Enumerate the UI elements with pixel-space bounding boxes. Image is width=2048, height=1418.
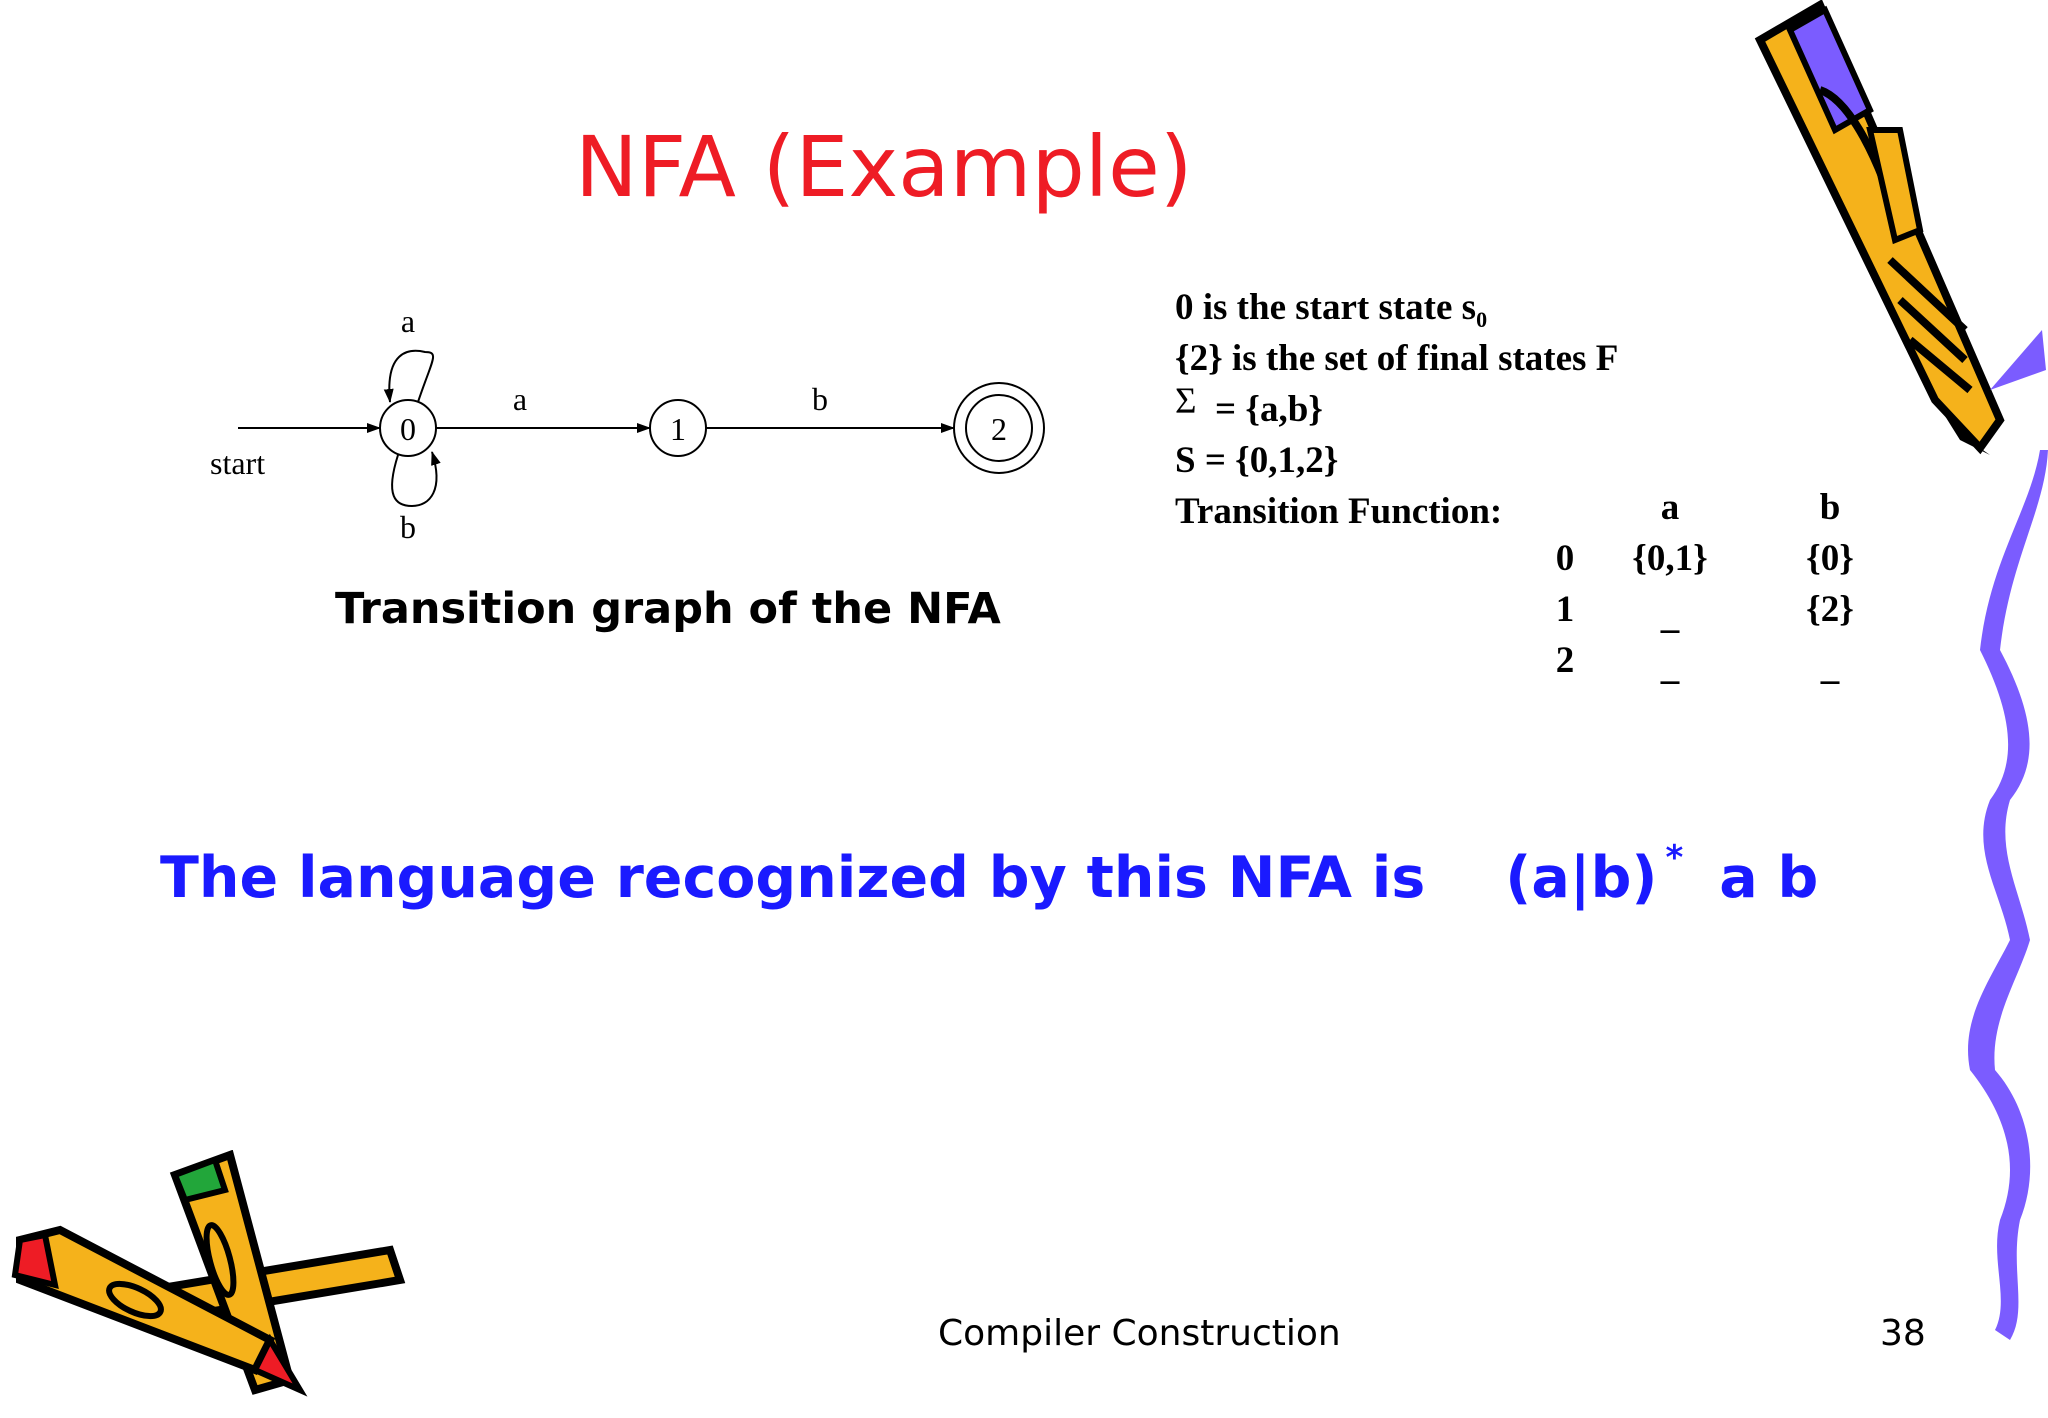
ribbon-icon: [1968, 330, 2048, 1340]
start-label: start: [210, 445, 265, 481]
table-header-a: a: [1660, 487, 1680, 528]
state-1: [649, 399, 707, 457]
state-1-label: 1: [670, 411, 686, 447]
state-2-label: 2: [991, 411, 1007, 447]
state-2-outer: [953, 382, 1045, 474]
language-prefix: The language recognized by this NFA is: [160, 845, 1426, 911]
table-row-1-b: {2}: [1806, 589, 1854, 630]
footer-text: Compiler Construction: [938, 1313, 1341, 1354]
state-0-label: 0: [400, 411, 416, 447]
alphabet-line: Σ = {a,b}: [1175, 381, 1618, 435]
graph-caption: Transition graph of the NFA: [335, 584, 1001, 634]
language-star: *: [1665, 838, 1684, 878]
language-suffix: a b: [1719, 845, 1819, 911]
sigma-symbol: Σ: [1175, 381, 1197, 422]
table-row-0-a: {0,1}: [1632, 538, 1708, 579]
table-row-2-state: 2: [1555, 640, 1575, 681]
language-expression: (a|b): [1505, 845, 1658, 911]
table-row-0-state: 0: [1555, 538, 1575, 579]
loop-bottom-label: b: [400, 509, 416, 545]
edge-1-2-label: b: [812, 381, 828, 417]
loop-top-label: a: [401, 303, 415, 339]
state-2: [965, 394, 1033, 462]
table-row-0-b: {0}: [1806, 538, 1854, 579]
start-state-subscript: 0: [1476, 307, 1488, 332]
crossed-pencils-icon: [11, 1150, 406, 1397]
start-state-line: 0 is the start state s0: [1175, 282, 1618, 333]
final-states-line: {2} is the set of final states F: [1175, 338, 1619, 379]
table-row-2-b: _: [1820, 647, 1840, 688]
sigma-value: = {a,b}: [1215, 389, 1323, 430]
loop-bottom-edge: [391, 451, 441, 508]
start-state-text: 0 is the start state s: [1175, 287, 1477, 328]
language-statement: The language recognized by this NFA is (a…: [160, 838, 1818, 911]
slide-title: NFA (Example): [575, 118, 1193, 216]
table-row-2-a: _: [1660, 647, 1680, 688]
pencil-icon: [1754, 0, 2005, 455]
table-row-1-state: 1: [1555, 589, 1575, 630]
table-header-b: b: [1819, 487, 1841, 528]
loop-top-edge: [383, 349, 434, 403]
transition-function-label: Transition Function:: [1175, 491, 1503, 532]
states-set-line: S = {0,1,2}: [1175, 440, 1339, 481]
table-row-1-a: _: [1660, 596, 1680, 637]
edge-0-1-label: a: [513, 381, 527, 417]
page-number: 38: [1880, 1313, 1926, 1354]
state-0: [379, 399, 437, 457]
nfa-definitions: 0 is the start state s0 {2} is the set o…: [1175, 282, 1618, 537]
